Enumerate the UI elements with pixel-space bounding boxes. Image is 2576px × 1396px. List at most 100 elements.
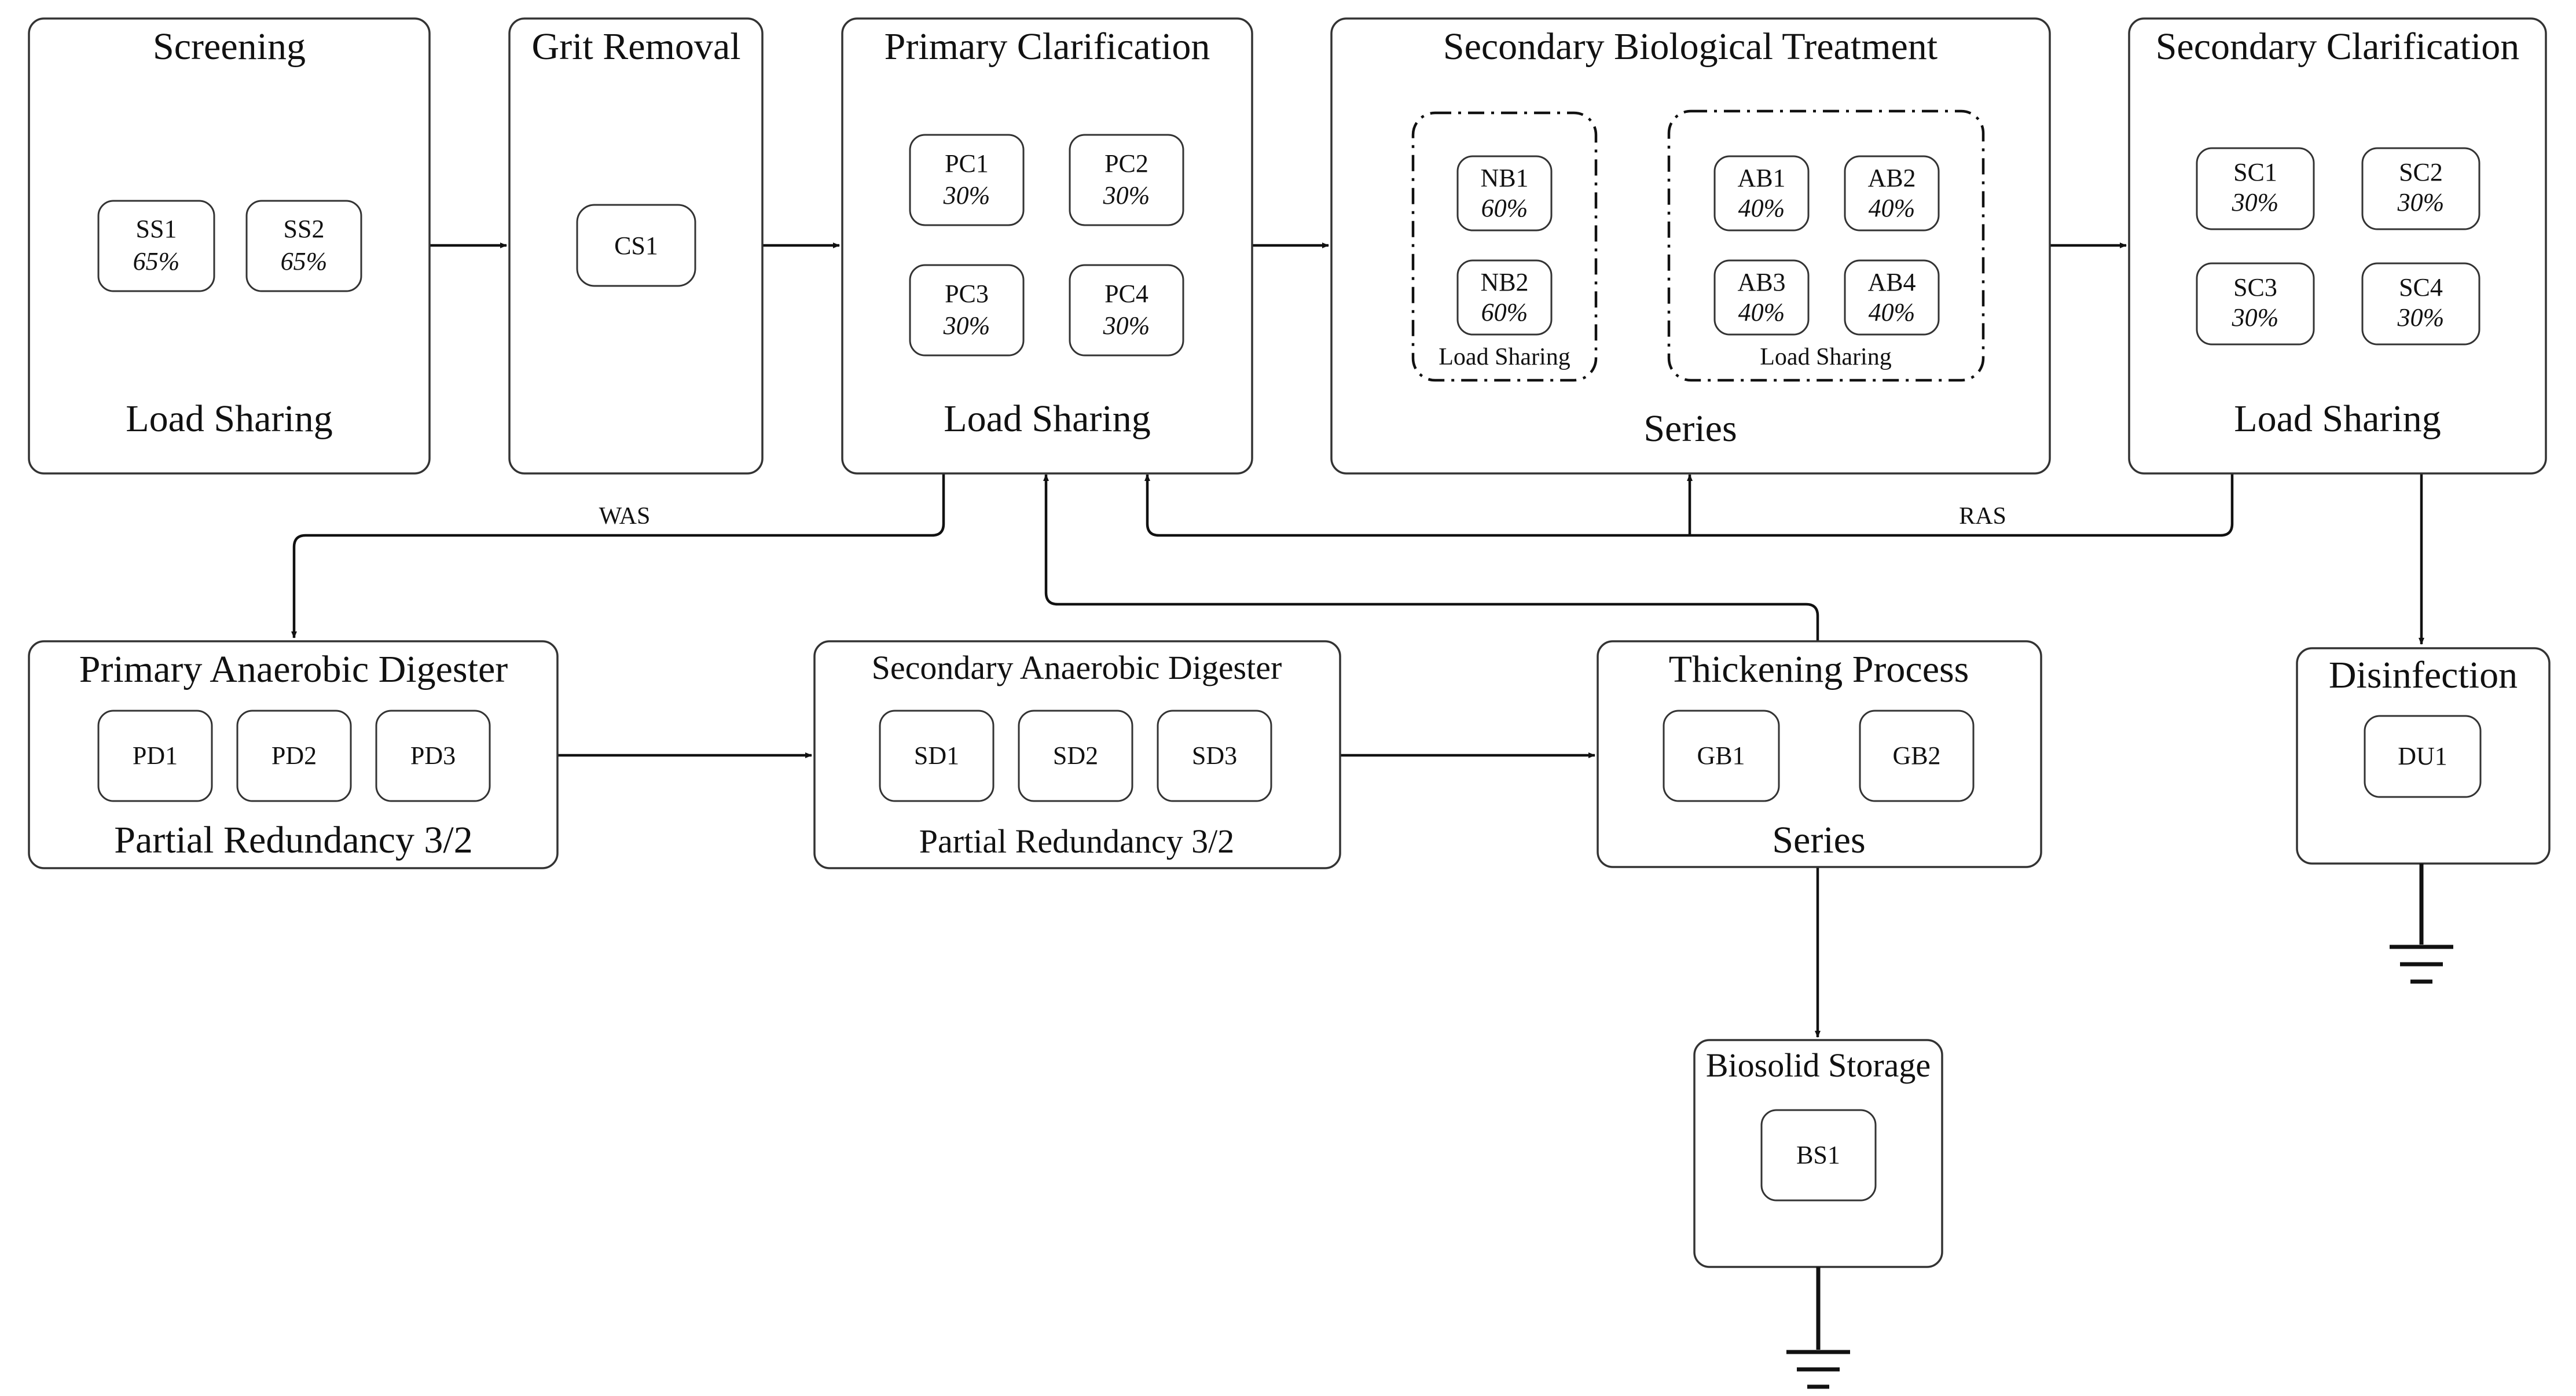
unit-gb1[interactable]: GB1 — [1663, 710, 1780, 802]
unit-gb2[interactable]: GB2 — [1859, 710, 1975, 802]
unit-label: SD2 — [1053, 741, 1098, 770]
stage-footer: Partial Redundancy 3/2 — [114, 819, 473, 861]
unit-percentage: 30% — [1103, 181, 1150, 210]
unit-ab1[interactable]: AB1 40% — [1713, 155, 1810, 232]
stage-footer: Series — [1643, 407, 1737, 450]
unit-percentage: 65% — [281, 247, 328, 275]
stage-title: Biosolid Storage — [1706, 1046, 1931, 1084]
unit-label: NB2 — [1480, 268, 1528, 296]
unit-label: AB3 — [1737, 268, 1785, 296]
stage-footer: Load Sharing — [944, 398, 1150, 440]
stage-title: Screening — [153, 25, 306, 68]
unit-label: PC3 — [945, 280, 989, 308]
stage-title: Secondary Anaerobic Digester — [872, 649, 1282, 686]
unit-ab2[interactable]: AB2 40% — [1844, 155, 1940, 232]
unit-nb2[interactable]: NB2 60% — [1456, 259, 1553, 336]
group-ab-load-sharing: Load Sharing — [1667, 109, 1985, 382]
unit-percentage: 30% — [2397, 303, 2445, 332]
stage-primary-clarification: Primary Clarification Load Sharing — [841, 17, 1253, 475]
stage-footer: Load Sharing — [2234, 398, 2441, 440]
unit-pd2[interactable]: PD2 — [236, 710, 352, 802]
stage-title: Primary Anaerobic Digester — [79, 648, 508, 690]
stage-thickening-process: Thickening Process Series — [1597, 640, 2042, 868]
unit-percentage: 40% — [1869, 298, 1916, 326]
stage-title: Grit Removal — [531, 25, 740, 68]
unit-percentage: 60% — [1481, 194, 1528, 222]
unit-sd2[interactable]: SD2 — [1018, 710, 1133, 802]
unit-label: SC4 — [2399, 273, 2443, 302]
unit-percentage: 40% — [1738, 298, 1785, 326]
unit-pd1[interactable]: PD1 — [97, 710, 213, 802]
unit-label: DU1 — [2398, 742, 2447, 770]
unit-label: GB1 — [1697, 741, 1745, 770]
unit-label: PC2 — [1104, 149, 1148, 178]
flow-label-ras: RAS — [1959, 503, 2006, 530]
unit-label: BS1 — [1796, 1141, 1840, 1169]
unit-cs1[interactable]: CS1 — [576, 204, 696, 287]
unit-label: PD1 — [133, 741, 178, 770]
unit-sc4[interactable]: SC4 30% — [2361, 262, 2480, 346]
stage-secondary-clarification: Secondary Clarification Load Sharing — [2128, 17, 2547, 475]
unit-label: SD1 — [914, 741, 959, 770]
stage-title: Primary Clarification — [885, 25, 1210, 68]
unit-label: SC2 — [2399, 158, 2443, 186]
unit-ss2[interactable]: SS2 65% — [245, 200, 362, 292]
stage-screening: Screening Load Sharing — [28, 17, 431, 475]
stage-title: Thickening Process — [1669, 648, 1969, 690]
unit-sc1[interactable]: SC1 30% — [2196, 147, 2315, 230]
unit-percentage: 60% — [1481, 298, 1528, 326]
stage-footer: Partial Redundancy 3/2 — [919, 822, 1234, 860]
unit-label: AB4 — [1867, 268, 1916, 296]
unit-label: PC1 — [945, 149, 989, 178]
ground-icon — [1786, 1267, 1850, 1389]
unit-percentage: 30% — [943, 311, 990, 340]
unit-label: CS1 — [614, 232, 658, 260]
unit-label: PD3 — [410, 741, 456, 770]
unit-ab4[interactable]: AB4 40% — [1844, 259, 1940, 336]
unit-pc2[interactable]: PC2 30% — [1069, 134, 1184, 226]
unit-ss1[interactable]: SS1 65% — [97, 200, 215, 292]
unit-label: NB1 — [1480, 164, 1528, 192]
arrow-thickening-return-to-primary-clarification — [1043, 474, 1819, 641]
unit-du1[interactable]: DU1 — [2364, 715, 2482, 798]
group-label: Load Sharing — [1760, 344, 1891, 370]
unit-percentage: 30% — [2232, 303, 2279, 332]
unit-sd3[interactable]: SD3 — [1157, 710, 1272, 802]
arrow-was-to-primary-digester — [291, 473, 945, 638]
flow-label-was: WAS — [599, 503, 651, 530]
unit-pc1[interactable]: PC1 30% — [909, 134, 1025, 226]
unit-nb1[interactable]: NB1 60% — [1456, 155, 1553, 232]
stage-title: Secondary Biological Treatment — [1443, 25, 1937, 68]
unit-sc2[interactable]: SC2 30% — [2361, 147, 2480, 230]
unit-label: AB2 — [1867, 164, 1916, 192]
stage-title: Secondary Clarification — [2156, 25, 2520, 68]
unit-ab3[interactable]: AB3 40% — [1713, 259, 1810, 336]
unit-pc3[interactable]: PC3 30% — [909, 264, 1025, 357]
unit-sd1[interactable]: SD1 — [879, 710, 995, 802]
unit-label: AB1 — [1737, 164, 1785, 192]
unit-percentage: 40% — [1869, 194, 1916, 222]
stage-footer: Series — [1772, 819, 1865, 861]
unit-percentage: 65% — [133, 247, 180, 275]
unit-label: GB2 — [1892, 741, 1940, 770]
stage-footer: Load Sharing — [126, 398, 332, 440]
stage-title: Disinfection — [2329, 654, 2518, 696]
unit-label: SD3 — [1192, 741, 1237, 770]
unit-label: SC1 — [2233, 158, 2277, 186]
unit-label: PD2 — [271, 741, 317, 770]
unit-pd3[interactable]: PD3 — [375, 710, 491, 802]
unit-label: PC4 — [1104, 280, 1148, 308]
unit-label: SS1 — [136, 215, 177, 243]
unit-percentage: 30% — [943, 181, 990, 210]
unit-pc4[interactable]: PC4 30% — [1069, 264, 1184, 357]
unit-sc3[interactable]: SC3 30% — [2196, 262, 2315, 346]
unit-percentage: 30% — [1103, 311, 1150, 340]
group-label: Load Sharing — [1439, 344, 1570, 370]
unit-bs1[interactable]: BS1 — [1760, 1109, 1877, 1202]
unit-label: SC3 — [2233, 273, 2277, 302]
unit-percentage: 30% — [2232, 188, 2279, 216]
unit-percentage: 30% — [2397, 188, 2445, 216]
ground-icon — [2390, 864, 2453, 984]
stage-secondary-biological-treatment: Secondary Biological Treatment Series — [1330, 17, 2051, 475]
